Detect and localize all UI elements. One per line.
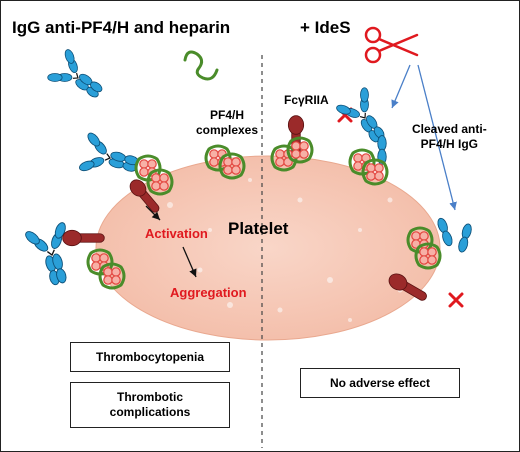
pf4-complexes-label-line1: PF4/H bbox=[210, 108, 245, 122]
arrow-to-aggregation bbox=[182, 246, 197, 278]
outcome-2-line1: Thrombotic bbox=[117, 390, 183, 404]
right-panel-title: + IdeS bbox=[300, 18, 351, 37]
antibody-icon bbox=[43, 45, 112, 111]
platelet-label: Platelet bbox=[228, 219, 289, 238]
outcome-2-line2: complications bbox=[109, 405, 191, 419]
cleaved-label-line2: PF4/H IgG bbox=[420, 137, 479, 151]
platelet-cell bbox=[95, 155, 441, 341]
cross-icon bbox=[448, 292, 464, 308]
pf4-complexes-label-line2: complexes bbox=[196, 123, 259, 137]
antibody-icon bbox=[456, 222, 474, 254]
antibody-icon bbox=[75, 129, 144, 187]
arrow-ides-1 bbox=[391, 64, 411, 109]
arrow-ides-2 bbox=[417, 64, 457, 211]
cleaved-antibody-label: Cleaved anti- PF4/H IgG bbox=[412, 122, 487, 152]
arrow-to-activation bbox=[145, 205, 161, 221]
pf4-complexes-label: PF4/H complexes bbox=[196, 108, 258, 138]
receptor-label: FcγRIIA bbox=[284, 93, 329, 107]
outcome-thrombotic-complications: Thrombotic complications bbox=[70, 382, 230, 428]
antibody-icon bbox=[21, 218, 83, 291]
cleaved-label-line1: Cleaved anti- bbox=[412, 122, 487, 136]
heparin-icon bbox=[183, 50, 219, 81]
outcome-thrombocytopenia: Thrombocytopenia bbox=[70, 342, 230, 372]
outcome-no-adverse-effect: No adverse effect bbox=[300, 368, 460, 398]
left-panel-title: IgG anti-PF4/H and heparin bbox=[12, 18, 231, 37]
scissors-icon bbox=[364, 26, 419, 64]
aggregation-label: Aggregation bbox=[170, 285, 247, 300]
activation-label: Activation bbox=[145, 226, 208, 241]
